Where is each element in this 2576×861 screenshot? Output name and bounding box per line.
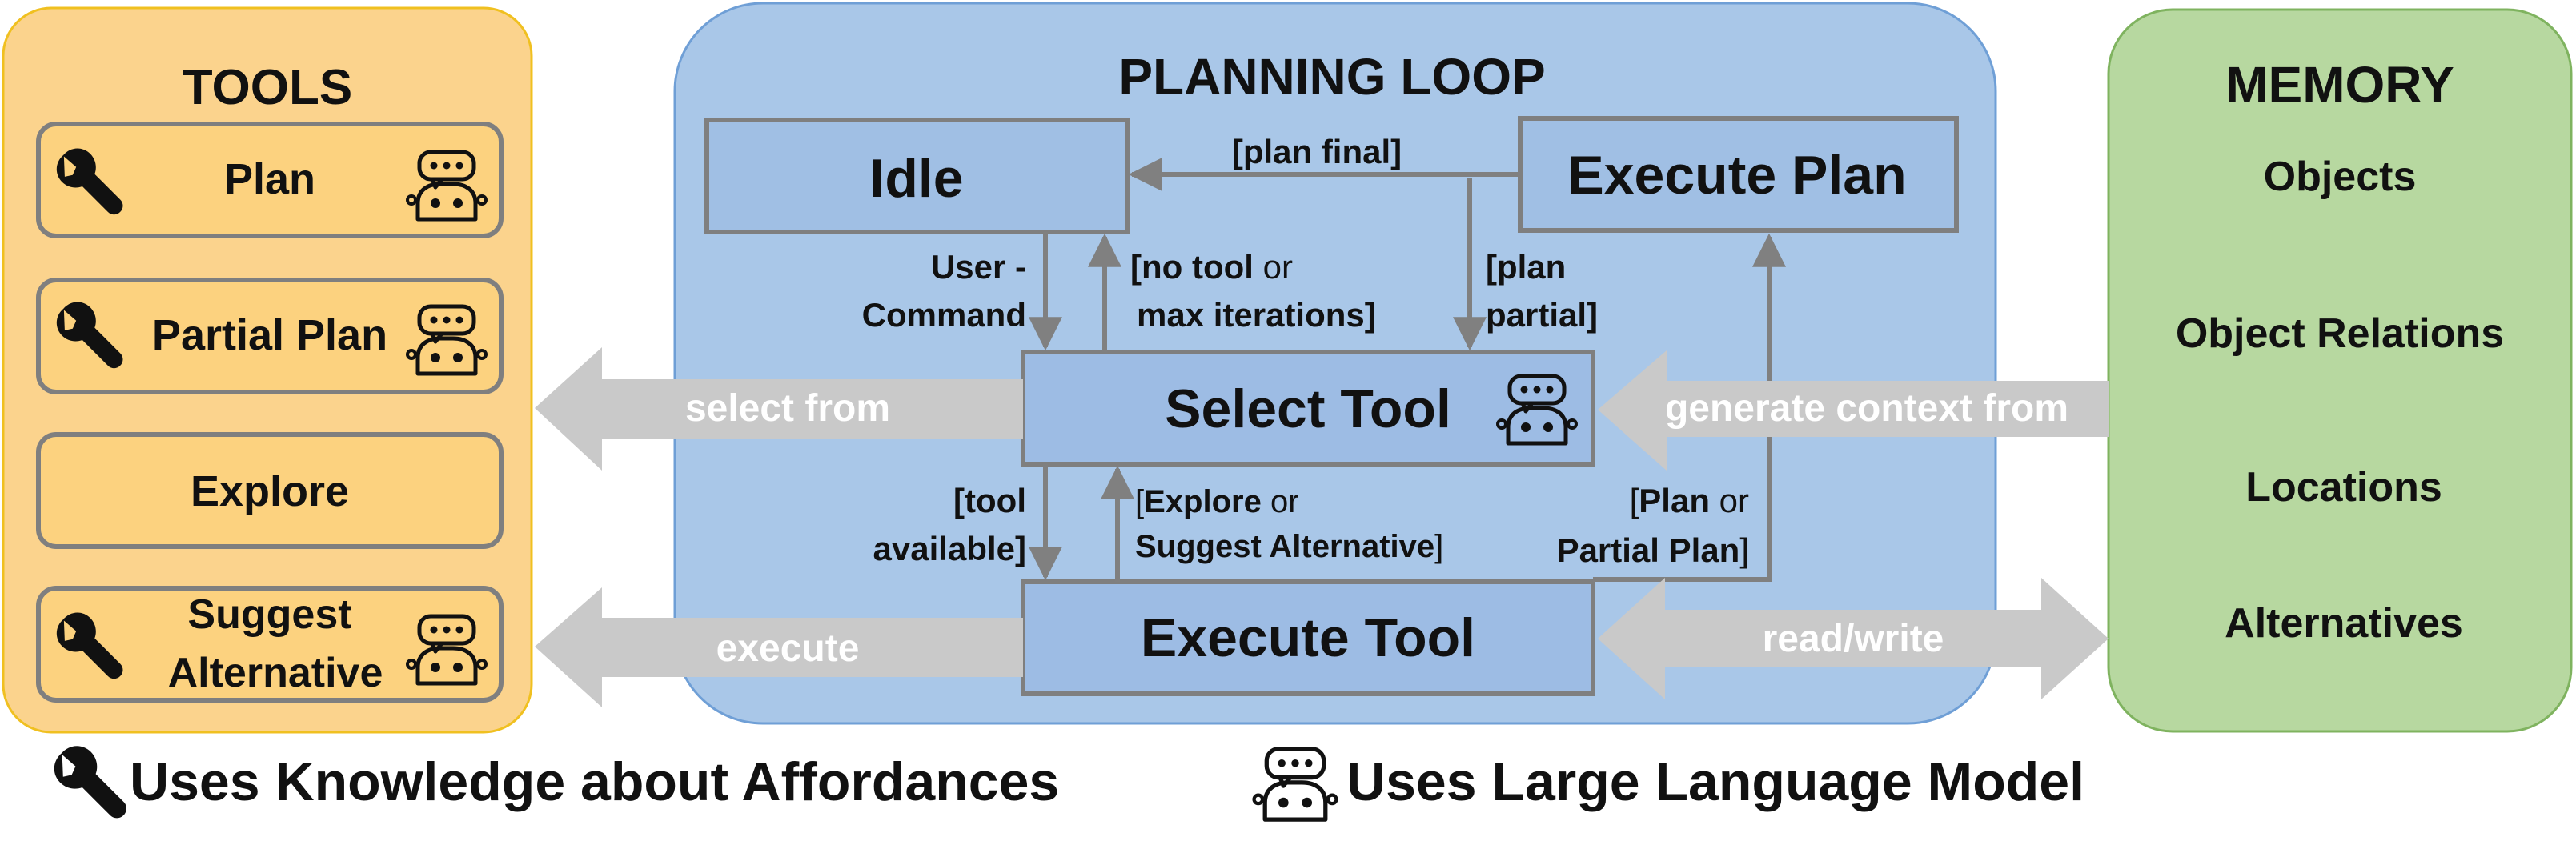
label-explore-1: [Explore or bbox=[1135, 484, 1299, 519]
arrow-execute-label: execute bbox=[716, 627, 860, 670]
label-tool-available-2: available] bbox=[873, 530, 1026, 567]
arrow-read-write: read/write bbox=[1598, 578, 2109, 699]
tool-suggest-label-line2: Alternative bbox=[168, 650, 383, 696]
label-plan-or-2: Partial Plan] bbox=[1557, 531, 1749, 569]
legend-llm: Uses Large Language Model bbox=[1346, 751, 2084, 812]
label-no-tool-2: max iterations] bbox=[1137, 296, 1376, 334]
state-select-tool-label: Select Tool bbox=[1165, 378, 1451, 439]
arrow-select-from: select from bbox=[535, 347, 1023, 471]
tool-plan-label: Plan bbox=[224, 155, 315, 203]
state-execute-tool bbox=[1021, 579, 1595, 696]
label-explore-2: Suggest Alternative] bbox=[1135, 529, 1443, 564]
label-plan-partial-1: [plan bbox=[1486, 248, 1566, 286]
label-plan-final: [plan final] bbox=[1232, 133, 1402, 170]
memory-item-object-relations: Object Relations bbox=[2176, 310, 2504, 357]
label-no-tool-1: [no tool or bbox=[1130, 248, 1293, 286]
arrow-select-from-label: select from bbox=[685, 387, 890, 430]
memory-item-objects: Objects bbox=[2264, 154, 2417, 200]
label-plan-or-1: [Plan or bbox=[1630, 482, 1749, 519]
state-idle-label: Idle bbox=[869, 148, 963, 209]
transition-lines bbox=[1029, 158, 1786, 582]
tool-explore-label: Explore bbox=[191, 467, 349, 515]
arrow-execute: execute bbox=[535, 587, 1023, 707]
tool-partial-plan: Partial Plan bbox=[36, 278, 504, 394]
memory-item-locations: Locations bbox=[2245, 464, 2442, 511]
wrench-icon bbox=[54, 746, 126, 819]
robot-chat-icon bbox=[1254, 749, 1337, 819]
state-execute-plan-label: Execute Plan bbox=[1567, 145, 1906, 206]
state-idle bbox=[704, 118, 1130, 234]
legend: Uses Knowledge about Affordances Uses La… bbox=[54, 746, 2084, 819]
memory-title: MEMORY bbox=[2225, 56, 2454, 114]
tool-plan: Plan bbox=[36, 122, 504, 238]
legend-affordances: Uses Knowledge about Affordances bbox=[130, 751, 1059, 812]
arrow-read-write-label: read/write bbox=[1763, 618, 1944, 660]
label-tool-available-1: [tool bbox=[953, 482, 1026, 519]
tool-explore: Explore bbox=[36, 432, 504, 549]
tool-partial-plan-label: Partial Plan bbox=[152, 311, 387, 359]
label-plan-partial-2: partial] bbox=[1486, 296, 1598, 334]
tool-suggest-label-line1: Suggest bbox=[187, 591, 351, 638]
arrow-plan-or-partial bbox=[1593, 233, 1786, 582]
arrow-generate-context-label: generate context from bbox=[1665, 387, 2068, 430]
label-user-command-1: User - bbox=[931, 248, 1026, 286]
tool-suggest-alternative: Suggest Alternative bbox=[36, 586, 504, 703]
state-execute-tool-label: Execute Tool bbox=[1141, 607, 1475, 668]
memory-item-alternatives: Alternatives bbox=[2225, 600, 2463, 647]
state-execute-plan bbox=[1518, 116, 1959, 233]
memory-panel bbox=[2107, 8, 2573, 733]
tools-title: TOOLS bbox=[183, 60, 352, 115]
state-select-tool bbox=[1021, 350, 1595, 467]
arrow-generate-context: generate context from bbox=[1598, 350, 2109, 471]
label-user-command-2: Command bbox=[862, 296, 1026, 334]
planning-loop-title: PLANNING LOOP bbox=[1118, 48, 1545, 106]
